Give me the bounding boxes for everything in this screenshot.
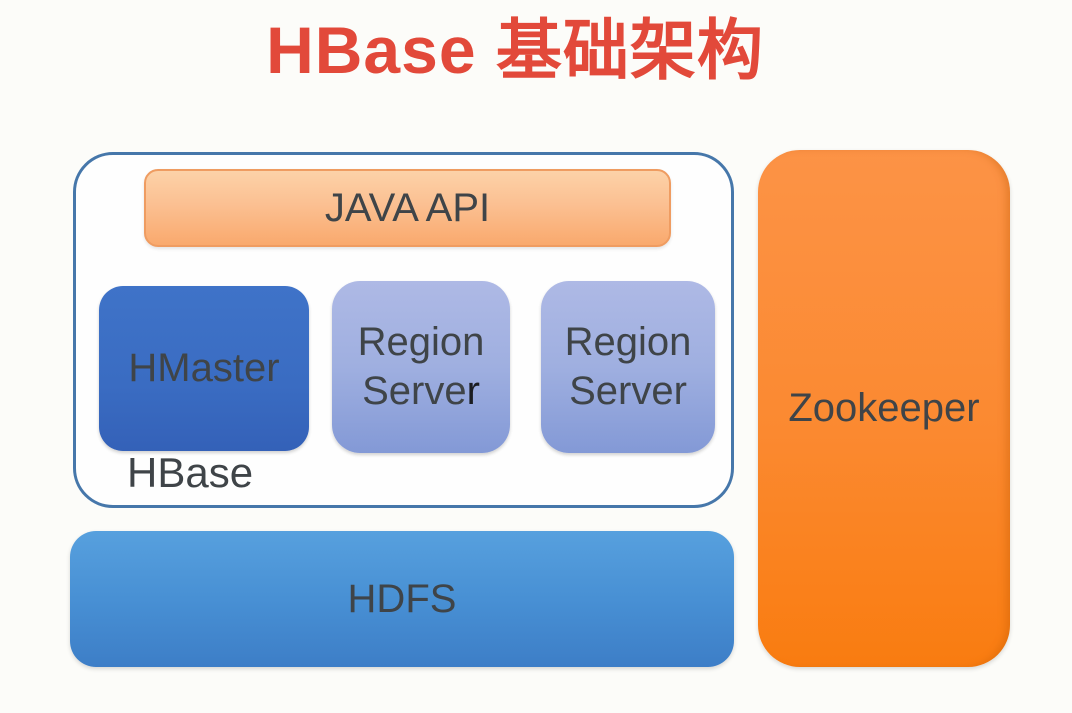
region-server-2-line2: Server: [569, 369, 687, 413]
region-server-2-line1: Region: [564, 320, 692, 365]
hdfs-label: HDFS: [347, 576, 457, 621]
zookeeper-box: Zookeeper: [758, 150, 1010, 667]
hmaster-box: HMaster: [99, 286, 309, 451]
hbase-group-box: JAVA API HMaster Region Server Region Se…: [73, 152, 734, 508]
java-api-label: JAVA API: [324, 185, 491, 230]
region-server-1-line1: Region: [357, 320, 485, 365]
hdfs-box: HDFS: [70, 531, 734, 667]
region-server-1-line2-main: Serve: [362, 369, 467, 413]
zookeeper-label: Zookeeper: [788, 386, 980, 430]
region-server-1-line2-tail: r: [466, 369, 480, 413]
java-api-box: JAVA API: [144, 169, 671, 247]
region-server-box-2: Region Server: [541, 281, 715, 453]
page-title: HBase 基础架构: [266, 13, 764, 87]
hbase-group-label: HBase: [127, 449, 254, 496]
region-server-1-line2: Server: [362, 367, 480, 416]
hmaster-label: HMaster: [128, 346, 280, 390]
region-server-box-1: Region Server: [332, 281, 510, 453]
